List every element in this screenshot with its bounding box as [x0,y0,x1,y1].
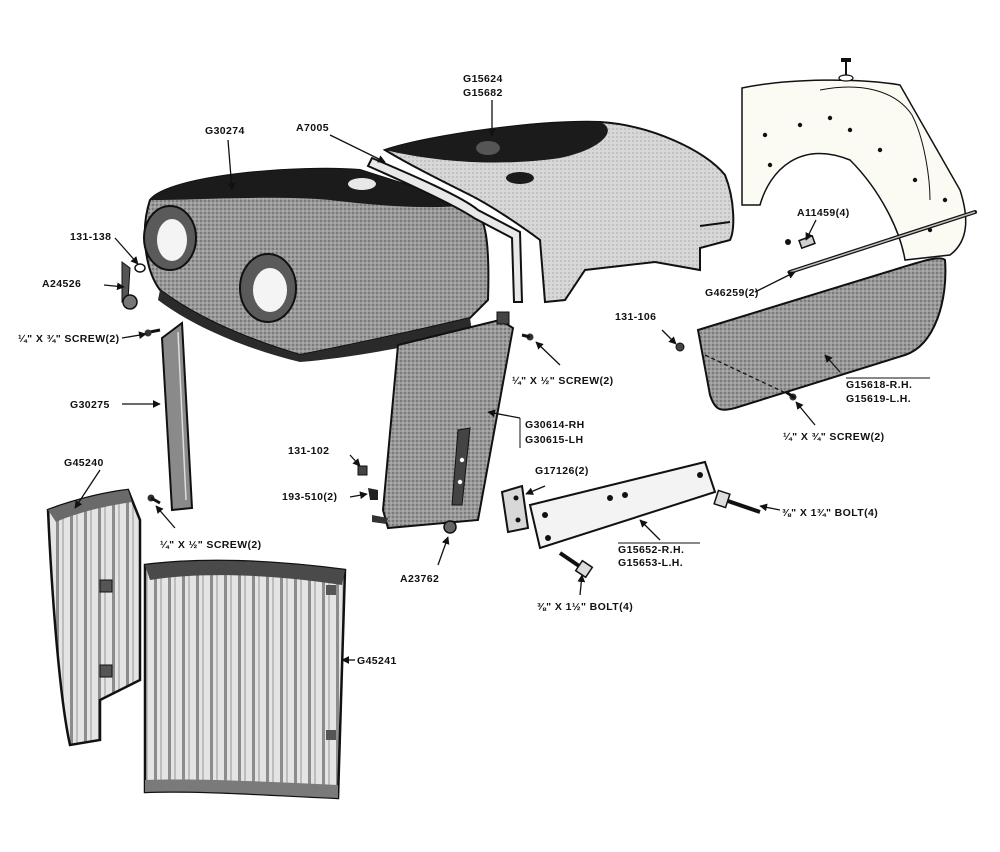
label-g46259: G46259(2) [705,287,759,299]
side-panel-center-part [381,311,515,530]
label-screw-center: ¼" X ½" SCREW(2) [512,375,614,387]
label-g30275: G30275 [70,399,110,411]
label-131-102: 131-102 [288,445,329,457]
label-g45240: G45240 [64,457,104,469]
label-g15652-rh: G15652-R.H. [618,544,684,556]
label-a7005: A7005 [296,122,329,134]
label-g15682: G15682 [463,87,503,99]
label-underlines [519,377,930,544]
side-panel-right-part [696,257,947,411]
label-g15624: G15624 [463,73,503,85]
label-a24526: A24526 [42,278,81,290]
label-g15653-lh: G15653-L.H. [618,557,683,569]
label-screw-left: ¼" X ¾" SCREW(2) [18,333,120,345]
bolt-long-part [713,489,761,514]
label-g30274: G30274 [205,125,245,137]
support-rod-part [785,210,977,274]
small-fasteners [121,261,797,534]
label-g17126: G17126(2) [535,465,589,477]
label-g15619-lh: G15619-L.H. [846,393,911,405]
leader-lines [74,100,841,664]
mount-bracket-part [528,460,717,550]
label-a11459: A11459(4) [797,207,850,219]
bolt-short-part [558,551,594,579]
label-bolt-short: ⅜" X 1½" BOLT(4) [537,601,633,613]
label-193-510: 193-510(2) [282,491,337,503]
label-g30615-lh: G30615-LH [525,434,583,446]
label-g30614-rh: G30614-RH [525,419,585,431]
label-g45241: G45241 [357,655,397,667]
gasket-part [366,156,524,303]
label-screw-bottom: ¼" X ½" SCREW(2) [160,539,262,551]
hood-left-part [143,167,490,362]
label-a23762: A23762 [400,573,439,585]
grille-right-part [143,559,347,800]
spacer-block-part [500,484,530,534]
label-bolt-long: ⅜" X 1¾" BOLT(4) [782,507,878,519]
part-labels: G30274 A7005 G15624 G15682 A11459(4) G46… [18,73,912,667]
grille-left-part [46,488,142,747]
side-strip-left-part [160,321,194,512]
dash-panel-part [741,58,967,261]
label-g15618-rh: G15618-R.H. [846,379,912,391]
label-screw-right: ¼" X ¾" SCREW(2) [783,431,885,443]
label-131-106: 131-106 [615,311,656,323]
label-131-138: 131-138 [70,231,111,243]
hood-center-part [382,120,735,304]
